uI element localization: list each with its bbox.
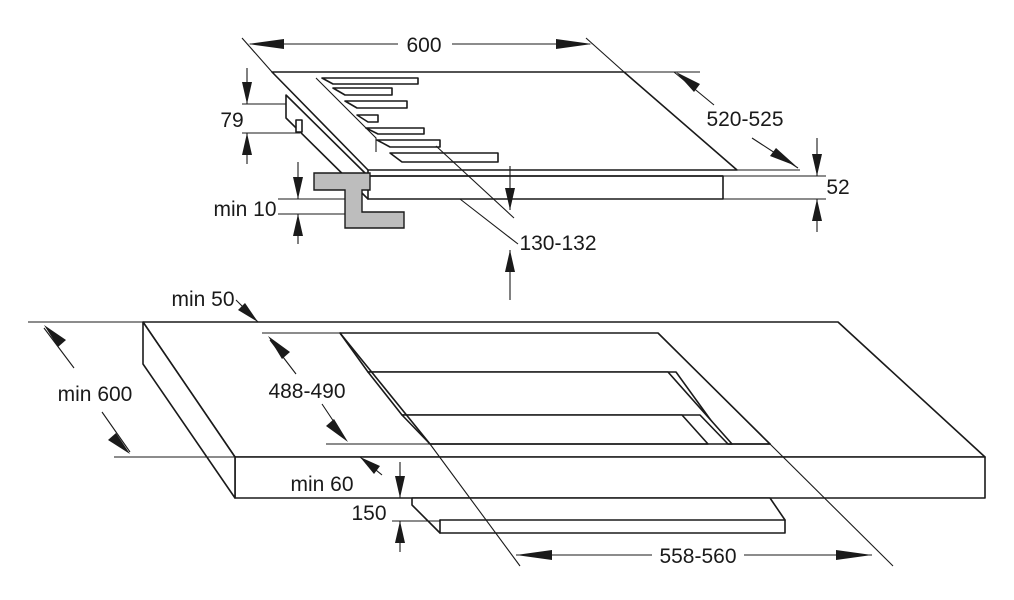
dim-clearance: min 10 [213, 162, 345, 244]
worktop-cutout [339, 332, 771, 445]
mounting-clip [313, 172, 405, 229]
control-panel [315, 77, 499, 163]
label-clearance: min 10 [213, 198, 276, 221]
label-back-min: min 60 [290, 473, 353, 496]
dim-hob-width: 600 [241, 34, 625, 73]
label-drawer-gap: 150 [351, 502, 386, 525]
label-edge-min: min 50 [171, 288, 234, 311]
dim-body-thickness: 52 [723, 138, 850, 232]
label-hob-width: 600 [406, 34, 441, 57]
label-hob-depth: 520-525 [706, 108, 783, 131]
dim-worktop-depth: min 600 [28, 321, 235, 458]
dim-drawer-gap: 150 [351, 462, 440, 552]
dim-back-min: min 60 [290, 456, 383, 496]
label-hob-height: 79 [220, 109, 243, 132]
dim-hob-offset: 130-132 [435, 145, 597, 300]
label-hob-offset: 130-132 [519, 232, 596, 255]
dim-hob-height: 79 [220, 68, 300, 164]
dim-edge-min: min 50 [171, 288, 259, 323]
label-cutout-depth: 488-490 [268, 380, 345, 403]
dim-cutout-depth: 488-490 [262, 332, 430, 445]
label-worktop-depth: min 600 [58, 383, 133, 406]
dim-hob-depth: 520-525 [624, 71, 800, 171]
label-cutout-width: 558-560 [659, 545, 736, 568]
dim-cutout-width: 558-560 [429, 443, 894, 568]
drawer-shelf [411, 497, 786, 534]
label-body-thickness: 52 [826, 176, 849, 199]
